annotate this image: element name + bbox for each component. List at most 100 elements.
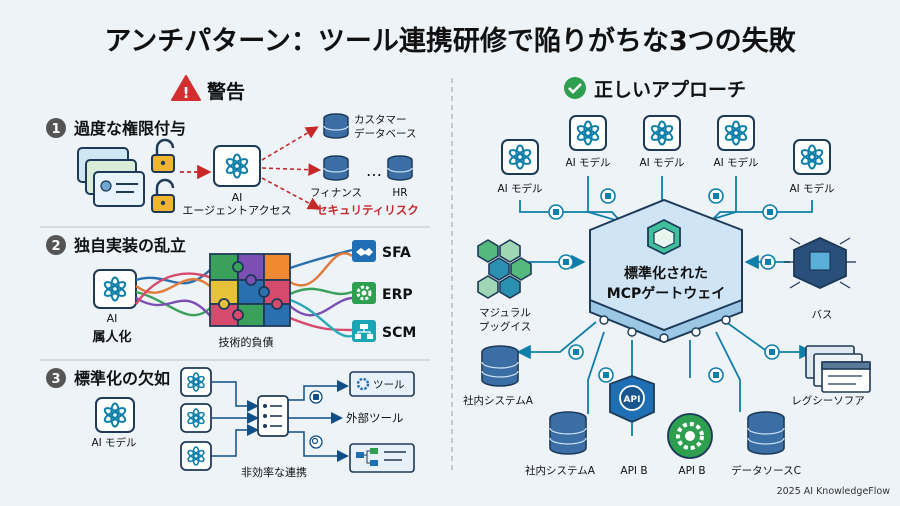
ai-model-node: AI モデル: [713, 115, 759, 169]
warning-icon-mark: !: [183, 84, 190, 102]
handshake-icon: [352, 240, 376, 262]
database-icon: [481, 345, 519, 387]
openai-knot-icon: [103, 402, 127, 428]
db-finance-label: フィナンス: [310, 187, 362, 199]
warning-heading: ! 警告: [171, 75, 245, 103]
section-2-number-badge: [46, 235, 66, 255]
silo-label: 属人化: [92, 329, 131, 345]
api-badge-text: API: [624, 395, 641, 405]
gear-icon: [352, 282, 376, 304]
section-3-number: 3: [51, 372, 60, 387]
risk-arrow: [261, 163, 322, 177]
section-3: 3 標準化の欠如 AI モデル: [46, 367, 415, 479]
ai-model-label: AI モデル: [565, 156, 610, 169]
ai-model-icon: [180, 367, 212, 397]
connector-badges: [548, 188, 778, 270]
system-erp: ERP: [382, 287, 413, 303]
modular-plugins-icon: [477, 239, 532, 299]
gateway-label-1: 標準化された: [624, 265, 708, 282]
system-sfa: SFA: [382, 245, 411, 261]
correct-heading: 正しいアプローチ: [564, 77, 746, 101]
correct-heading-text: 正しいアプローチ: [594, 78, 746, 101]
openai-knot-icon: [187, 372, 205, 392]
api-b-label-2: API B: [678, 465, 705, 477]
database-icon: [323, 155, 349, 181]
section-1-number: 1: [51, 122, 60, 137]
legacy-software-label: レグシーソフア: [791, 394, 865, 407]
data-badge-icon: [309, 390, 323, 404]
tool-label: ツール: [373, 379, 405, 391]
ai-model-icon: [180, 441, 212, 471]
ai-model-icon: [95, 397, 135, 433]
flowchart-box-icon: [349, 443, 415, 473]
ai-model-node: AI モデル: [565, 115, 611, 169]
section-2: 2 独自実装の乱立 AI 属人化: [46, 235, 416, 349]
openai-knot-icon: [187, 408, 205, 428]
ai-model-node: AI モデル: [639, 115, 685, 169]
connector-badges: [568, 344, 780, 383]
ai-model-label: AI モデル: [91, 436, 136, 449]
search-badge-icon: [309, 435, 323, 449]
tech-debt-label: 技術的負債: [219, 335, 274, 349]
plugins-label-1: マジュラル: [479, 307, 531, 319]
api-badge-icon: API: [609, 375, 655, 436]
openai-knot-icon: [508, 144, 532, 170]
ai-model-node: AI モデル: [497, 139, 543, 195]
api-b-label-1: API B: [620, 465, 647, 477]
ai-agent-icon: [213, 145, 261, 187]
security-risk-label: セキュリティリスク: [316, 203, 419, 217]
id-cards-icon: [77, 147, 145, 207]
database-icon: [323, 113, 349, 139]
bus-chip-icon: [784, 237, 856, 289]
db-ellipsis: …: [366, 161, 382, 180]
cube-icon: [647, 218, 681, 256]
bus-label: バス: [812, 309, 833, 321]
database-icon: [549, 411, 587, 455]
ai-model-node: AI モデル: [789, 139, 835, 195]
mcp-gateway: 標準化された MCPゲートウェイ: [589, 198, 743, 344]
openai-knot-icon: [800, 144, 824, 170]
openai-knot-icon: [576, 120, 600, 146]
ai-model-label: AI モデル: [713, 156, 758, 169]
db-customer-label-2: データベース: [354, 127, 416, 140]
system-scm: SCM: [382, 325, 416, 341]
tangled-wires: [135, 248, 353, 338]
database-icon: [387, 155, 413, 181]
internal-system-a-label-2: 社内システムA: [525, 464, 596, 477]
data-source-c-label: データソースC: [731, 464, 801, 477]
inefficient-links: [212, 380, 349, 462]
padlock-open-icon: [151, 138, 175, 173]
internal-system-a-label: 社内システムA: [463, 394, 534, 407]
list-icon: [257, 395, 289, 437]
section-2-number: 2: [51, 239, 60, 254]
system-connections: [516, 321, 814, 414]
risk-arrow: [261, 126, 319, 161]
plugins-label-2: プッグイス: [479, 320, 531, 333]
ai-model-label: AI モデル: [497, 182, 542, 195]
gear-badge-icon: [667, 413, 713, 459]
agent-label-2: エージェントアクセス: [182, 204, 291, 217]
ai-model-label: AI モデル: [639, 156, 684, 169]
check-circle-icon: [564, 77, 586, 99]
section-1-number-badge: [46, 118, 66, 138]
openai-knot-icon: [724, 120, 748, 146]
agent-label-1: AI: [232, 191, 243, 204]
legacy-software-icon: [805, 345, 871, 393]
section-1: 1 過度な権限付与 AI エージェントアクセス: [46, 113, 419, 217]
check-mark-icon: [568, 83, 582, 94]
inefficient-link-label: 非効率な連携: [241, 465, 307, 479]
gateway-label-2: MCPゲートウェイ: [607, 285, 725, 302]
external-tool-label: 外部ツール: [346, 411, 404, 425]
ai-label: AI: [107, 312, 118, 325]
db-customer-label-1: カスタマー: [354, 114, 407, 126]
padlock-open-icon: [151, 178, 175, 213]
openai-knot-icon: [650, 120, 674, 146]
footer-credit: 2025 AI KnowledgeFlow: [777, 486, 891, 497]
puzzle-icon: [209, 253, 291, 327]
openai-knot-icon: [103, 276, 127, 302]
tool-box: ツール: [349, 371, 415, 397]
ai-model-icon: [180, 403, 212, 433]
network-icon: [352, 320, 376, 342]
